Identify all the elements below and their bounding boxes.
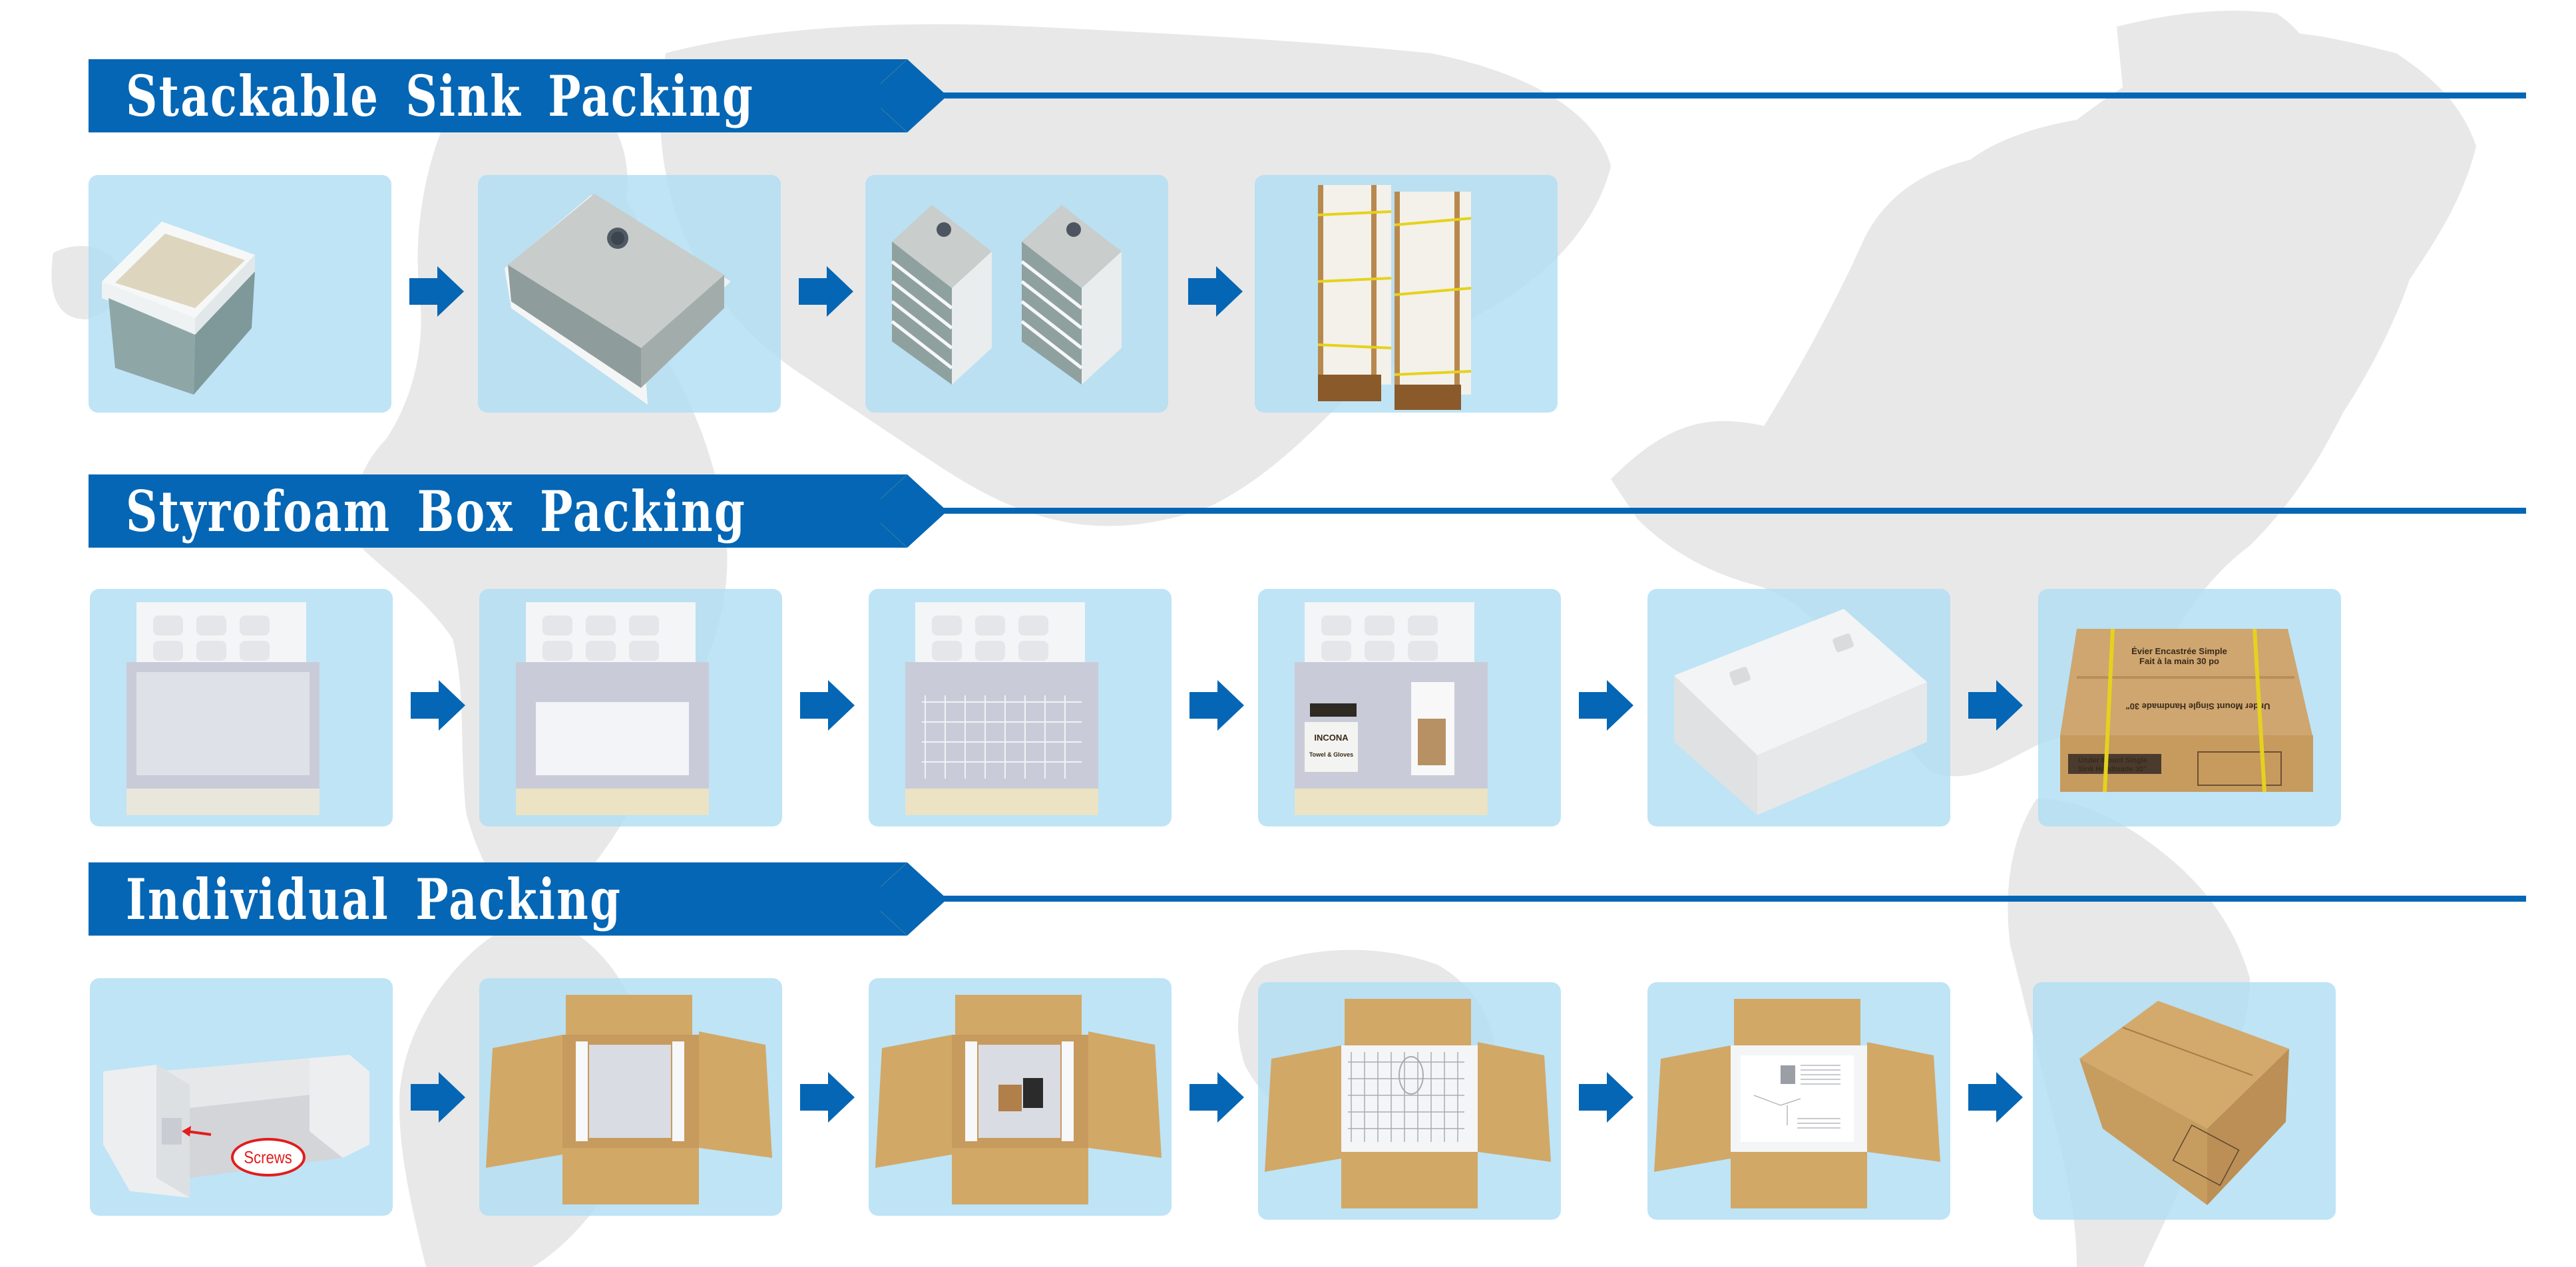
next-step-arrow-icon xyxy=(1968,680,2023,731)
callout-bubble: Screws xyxy=(231,1138,306,1176)
next-step-arrow-icon xyxy=(800,1072,855,1123)
bottom-grid xyxy=(1348,1052,1464,1142)
step-card-stackable-2 xyxy=(478,175,781,413)
step-card-individual-6 xyxy=(2033,982,2336,1220)
sink-in-foam-frame-photo xyxy=(102,222,255,395)
next-step-arrow-icon xyxy=(799,266,853,317)
stacked-sinks-photo xyxy=(891,205,1122,385)
step-card-styrofoam-6: Évier Encastrée Simple Fait à la main 30… xyxy=(2038,589,2341,826)
step-card-styrofoam-5 xyxy=(1647,589,1950,826)
next-step-arrow-icon xyxy=(411,1072,465,1123)
palletized-stacks-photo xyxy=(1317,185,1472,410)
carton-text-french-1: Évier Encastrée Simple xyxy=(2131,646,2227,656)
section-divider-line xyxy=(919,508,2526,514)
banner-chevron-tip xyxy=(881,474,947,548)
step-card-stackable-3 xyxy=(865,175,1168,413)
step-card-styrofoam-4: METAL POLISH INCONA Towel & Gloves xyxy=(1258,589,1561,826)
next-step-arrow-icon xyxy=(1579,680,1633,731)
step-card-styrofoam-2 xyxy=(479,589,782,826)
next-step-arrow-icon xyxy=(1968,1072,2023,1123)
banner-background xyxy=(89,474,907,548)
step-card-stackable-4 xyxy=(1255,175,1558,413)
sealed-carton-photo xyxy=(2079,1001,2289,1205)
screws-callout: Screws xyxy=(231,1138,306,1176)
next-step-arrow-icon xyxy=(800,680,855,731)
section-title: Styrofoam Box Packing xyxy=(126,478,747,544)
foam-box-with-grid-photo xyxy=(905,602,1098,815)
next-step-arrow-icon xyxy=(1579,1072,1633,1123)
section-divider-line xyxy=(919,92,2526,98)
next-step-arrow-icon xyxy=(1189,1072,1244,1123)
step-card-styrofoam-1 xyxy=(90,589,393,826)
banner-background xyxy=(89,862,907,936)
open-carton-manual-photo xyxy=(1654,999,1940,1208)
step-card-stackable-1 xyxy=(89,175,391,413)
banner-chevron-tip xyxy=(881,862,947,936)
next-step-arrow-icon xyxy=(409,266,464,317)
section-divider-line xyxy=(919,896,2526,902)
closed-foam-box-photo xyxy=(1674,609,1927,815)
carton-text-english: Under Mount Single Handmade 30" xyxy=(2125,701,2270,711)
metal-polish-label: METAL POLISH xyxy=(1311,707,1355,714)
carton-text-french-2: Fait à la main 30 po xyxy=(2139,656,2219,666)
callout-text: Screws xyxy=(244,1147,293,1167)
step-card-individual-3 xyxy=(869,978,1172,1216)
open-carton-accessories-photo xyxy=(875,995,1162,1204)
foam-end-caps-photo xyxy=(103,1055,369,1198)
bottom-grid xyxy=(922,695,1082,779)
step-card-individual-5 xyxy=(1647,982,1950,1220)
carton-side-label-1: Under Mount Single xyxy=(2078,757,2147,765)
brand-label: INCONA xyxy=(1314,733,1349,743)
step-card-individual-2 xyxy=(479,978,782,1216)
open-carton-sink-photo xyxy=(486,995,772,1204)
instruction-sheet xyxy=(1741,1055,1854,1142)
foam-box-with-insert-photo xyxy=(516,602,709,815)
sink-stack-right xyxy=(1020,205,1122,385)
open-carton-grid-photo xyxy=(1265,999,1551,1208)
next-step-arrow-icon xyxy=(1188,266,1243,317)
map-greenland xyxy=(2117,11,2322,204)
banner-chevron-tip xyxy=(881,59,947,132)
next-step-arrow-icon xyxy=(411,680,465,731)
step-card-individual-4 xyxy=(1258,982,1561,1220)
sink-stack-left xyxy=(891,205,992,385)
open-foam-box-photo xyxy=(126,602,320,815)
strapped-carton-photo: Évier Encastrée Simple Fait à la main 30… xyxy=(2060,628,2313,793)
banner-background xyxy=(89,59,907,132)
foam-box-with-accessories-photo: METAL POLISH INCONA Towel & Gloves xyxy=(1295,602,1488,815)
section-title: Stackable Sink Packing xyxy=(126,63,755,129)
towel-gloves-label: Towel & Gloves xyxy=(1309,751,1353,758)
carton-side-label-2: Sink Handmade 30" xyxy=(2078,765,2147,773)
wrapped-sink-on-frame-photo xyxy=(505,194,731,405)
section-title: Individual Packing xyxy=(126,866,622,932)
next-step-arrow-icon xyxy=(1189,680,1244,731)
step-card-styrofoam-3 xyxy=(869,589,1172,826)
step-card-individual-1: Screws xyxy=(90,978,393,1216)
